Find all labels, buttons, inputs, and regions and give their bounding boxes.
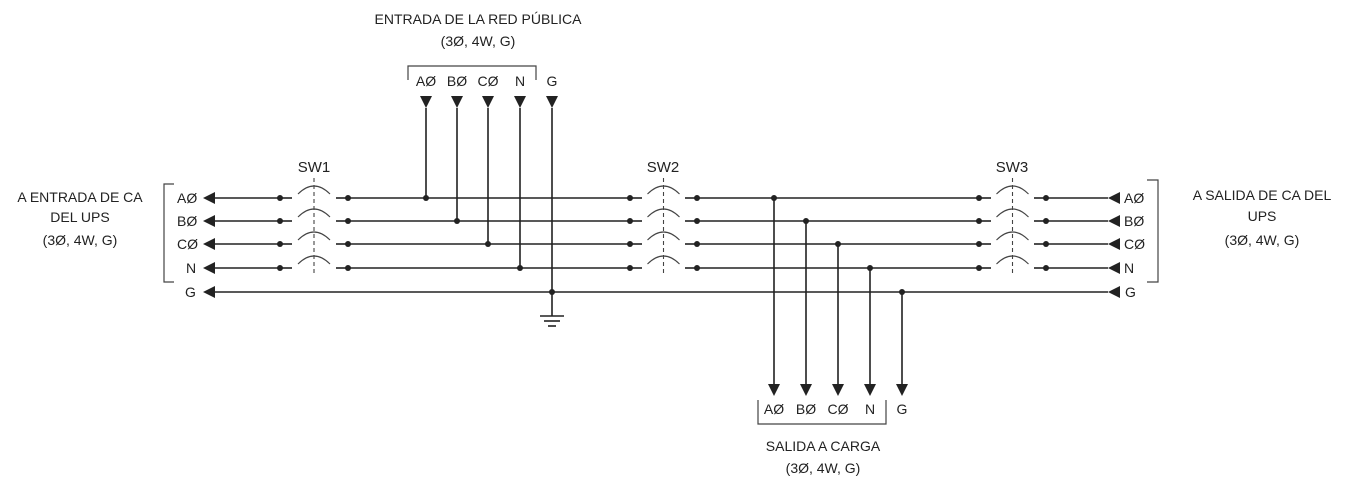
load-terminal-a: AØ [764, 401, 784, 417]
ups-output-terminal-a: AØ [1124, 190, 1144, 206]
ups-input-title-1: A ENTRADA DE CA [17, 189, 143, 205]
switch-arc [647, 231, 680, 241]
load-terminal-c: CØ [828, 401, 849, 417]
ups-output-title-2: UPS [1248, 208, 1277, 224]
utility-terminal-c: CØ [478, 73, 499, 89]
ups-input-arrow-g [203, 286, 215, 298]
load-terminal-b: BØ [796, 401, 816, 417]
utility-input-spec: (3Ø, 4W, G) [441, 33, 516, 49]
earth-ground-icon [540, 315, 564, 327]
ups-output-bracket [1147, 179, 1159, 283]
ups-output-arrow-n [1108, 262, 1120, 274]
switch-sw1-icon [277, 178, 351, 274]
ups-output-spec: (3Ø, 4W, G) [1225, 232, 1300, 248]
ups-input-arrow-n [203, 262, 215, 274]
load-arrow-n [864, 384, 876, 396]
ups-input-terminal-n: N [186, 260, 196, 276]
ups-input-block: A ENTRADA DE CA DEL UPS (3Ø, 4W, G) AØ B… [17, 183, 215, 300]
ups-input-terminal-g: G [185, 284, 196, 300]
switch-arc [297, 231, 331, 241]
utility-arrow-n [514, 96, 526, 108]
load-output-block: AØ BØ CØ N G SALIDA A CARGA (3Ø, 4W, G) [757, 384, 908, 476]
utility-terminal-a: AØ [416, 73, 436, 89]
ups-input-arrow-c [203, 238, 215, 250]
utility-terminal-b: BØ [447, 73, 467, 89]
ups-output-terminal-g: G [1125, 284, 1136, 300]
load-terminal-g: G [897, 401, 908, 417]
ups-input-title-2: DEL UPS [50, 209, 109, 225]
ups-output-terminal-c: CØ [1124, 236, 1145, 252]
utility-input-title: ENTRADA DE LA RED PÚBLICA [375, 11, 583, 27]
switch-label-sw1: SW1 [298, 159, 331, 176]
ups-input-bracket [163, 183, 174, 283]
ups-output-arrow-g [1108, 286, 1120, 298]
utility-arrow-a [420, 96, 432, 108]
load-arrow-c [832, 384, 844, 396]
ups-input-terminal-a: AØ [177, 190, 197, 206]
utility-arrow-b [451, 96, 463, 108]
load-output-spec: (3Ø, 4W, G) [786, 460, 861, 476]
utility-input-block: ENTRADA DE LA RED PÚBLICA (3Ø, 4W, G) AØ… [375, 11, 583, 108]
ups-output-title-1: A SALIDA DE CA DEL [1193, 187, 1332, 203]
utility-arrow-g [546, 96, 558, 108]
load-arrow-a [768, 384, 780, 396]
ups-output-terminal-n: N [1124, 260, 1134, 276]
switch-sw2-icon [627, 178, 700, 274]
load-output-bracket [757, 400, 887, 425]
ups-output-arrow-a [1108, 192, 1120, 204]
load-output-title: SALIDA A CARGA [766, 438, 881, 454]
ups-output-arrow-b [1108, 215, 1120, 227]
ups-input-spec: (3Ø, 4W, G) [43, 232, 118, 248]
utility-terminal-n: N [515, 73, 525, 89]
ups-input-terminal-c: CØ [177, 236, 198, 252]
ups-input-terminal-b: BØ [177, 213, 197, 229]
ups-output-terminal-b: BØ [1124, 213, 1144, 229]
ups-input-arrow-a [203, 192, 215, 204]
switch-label-sw2: SW2 [647, 159, 680, 176]
switch-label-sw3: SW3 [996, 159, 1029, 176]
ups-output-arrow-c [1108, 238, 1120, 250]
load-arrow-g [896, 384, 908, 396]
utility-arrow-c [482, 96, 494, 108]
load-terminal-n: N [865, 401, 875, 417]
load-arrow-b [800, 384, 812, 396]
switch-sw3-icon [976, 178, 1049, 274]
switch-arc [996, 231, 1029, 241]
utility-input-bracket [407, 65, 537, 80]
ups-input-arrow-b [203, 215, 215, 227]
utility-terminal-g: G [547, 73, 558, 89]
vertical-drops [425, 108, 903, 384]
ups-output-block: A SALIDA DE CA DEL UPS (3Ø, 4W, G) AØ BØ… [1108, 179, 1332, 300]
junction-dots [423, 195, 905, 295]
